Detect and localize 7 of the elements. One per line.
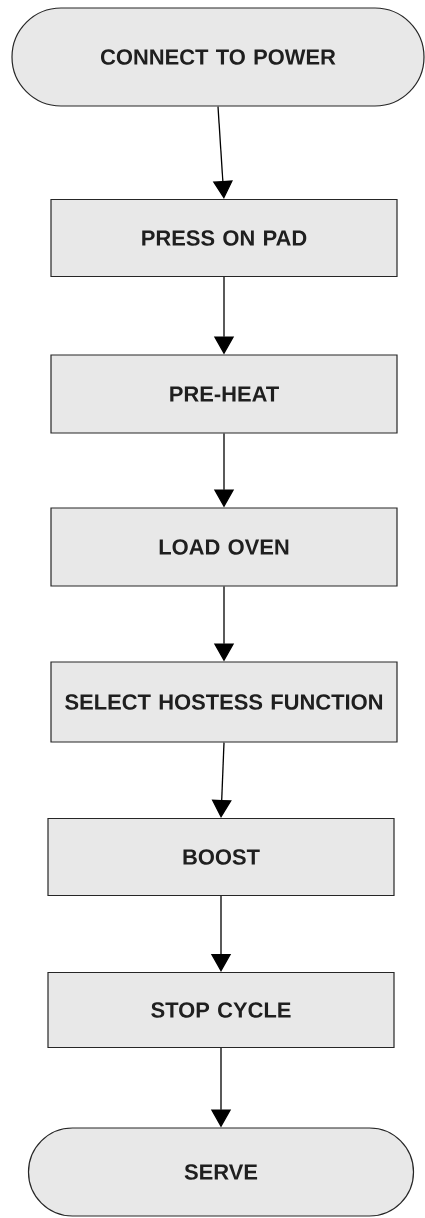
terminal-oval: SERVE xyxy=(27,1127,415,1217)
process-box: LOAD OVEN xyxy=(50,507,398,587)
process-box: STOP CYCLE xyxy=(47,971,395,1049)
process-box: PRE-HEAT xyxy=(50,354,398,434)
process-box: SELECT HOSTESS FUNCTION xyxy=(50,661,398,743)
process-box: PRESS ON PAD xyxy=(50,198,398,278)
process-box: BOOST xyxy=(47,817,395,897)
